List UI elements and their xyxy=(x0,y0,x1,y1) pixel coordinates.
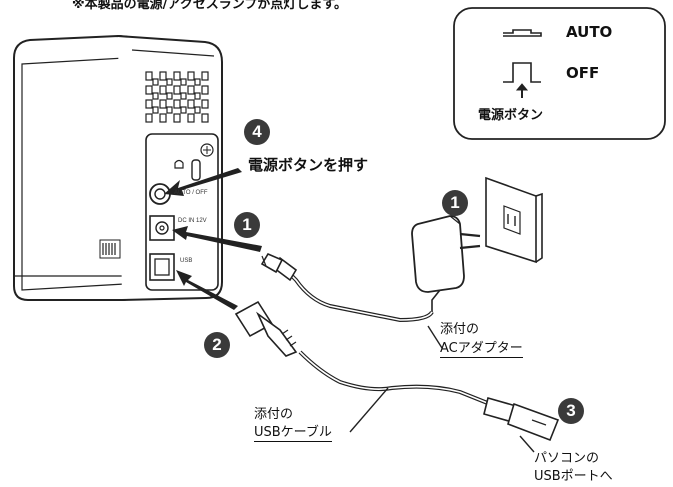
adapter-label-line2: ACアダプター xyxy=(440,337,523,358)
usb-a-plug xyxy=(483,397,560,442)
inset-button-label: 電源ボタン xyxy=(478,108,544,123)
inset-auto-label: AUTO xyxy=(566,23,613,41)
dc-plug xyxy=(260,252,298,282)
pc-port-label-line2: USBポートへ xyxy=(534,469,613,484)
step-2-badge: 2 xyxy=(204,332,230,358)
dc-in-port-label: DC IN 12V xyxy=(178,218,207,224)
step-1-badge-dc: 1 xyxy=(234,212,260,238)
step-1-badge-ac: 1 xyxy=(442,190,468,216)
usb-b-plug xyxy=(234,300,298,357)
step-3-badge: 3 xyxy=(558,398,584,424)
cable-label-line1: 添付の xyxy=(254,407,294,422)
usb-port-label: USB xyxy=(180,258,193,264)
adapter-label-line1: 添付の xyxy=(440,322,480,337)
step-4-badge: 4 xyxy=(244,119,270,145)
cable-label-line2: USBケーブル xyxy=(254,421,332,442)
auto-off-port-label: AUTO / OFF xyxy=(174,190,208,196)
ac-adapter xyxy=(411,215,481,312)
power-button-inset xyxy=(453,7,666,140)
press-button-label: 電源ボタンを押す xyxy=(248,156,369,174)
pc-port-label-line1: パソコンの xyxy=(534,451,600,466)
usb-cable xyxy=(298,350,491,406)
wall-outlet xyxy=(485,176,543,264)
top-note: ※本製品の電源/アクセスランプが点灯します。 xyxy=(72,0,348,12)
inset-off-label: OFF xyxy=(566,64,600,82)
arrows xyxy=(164,168,262,310)
